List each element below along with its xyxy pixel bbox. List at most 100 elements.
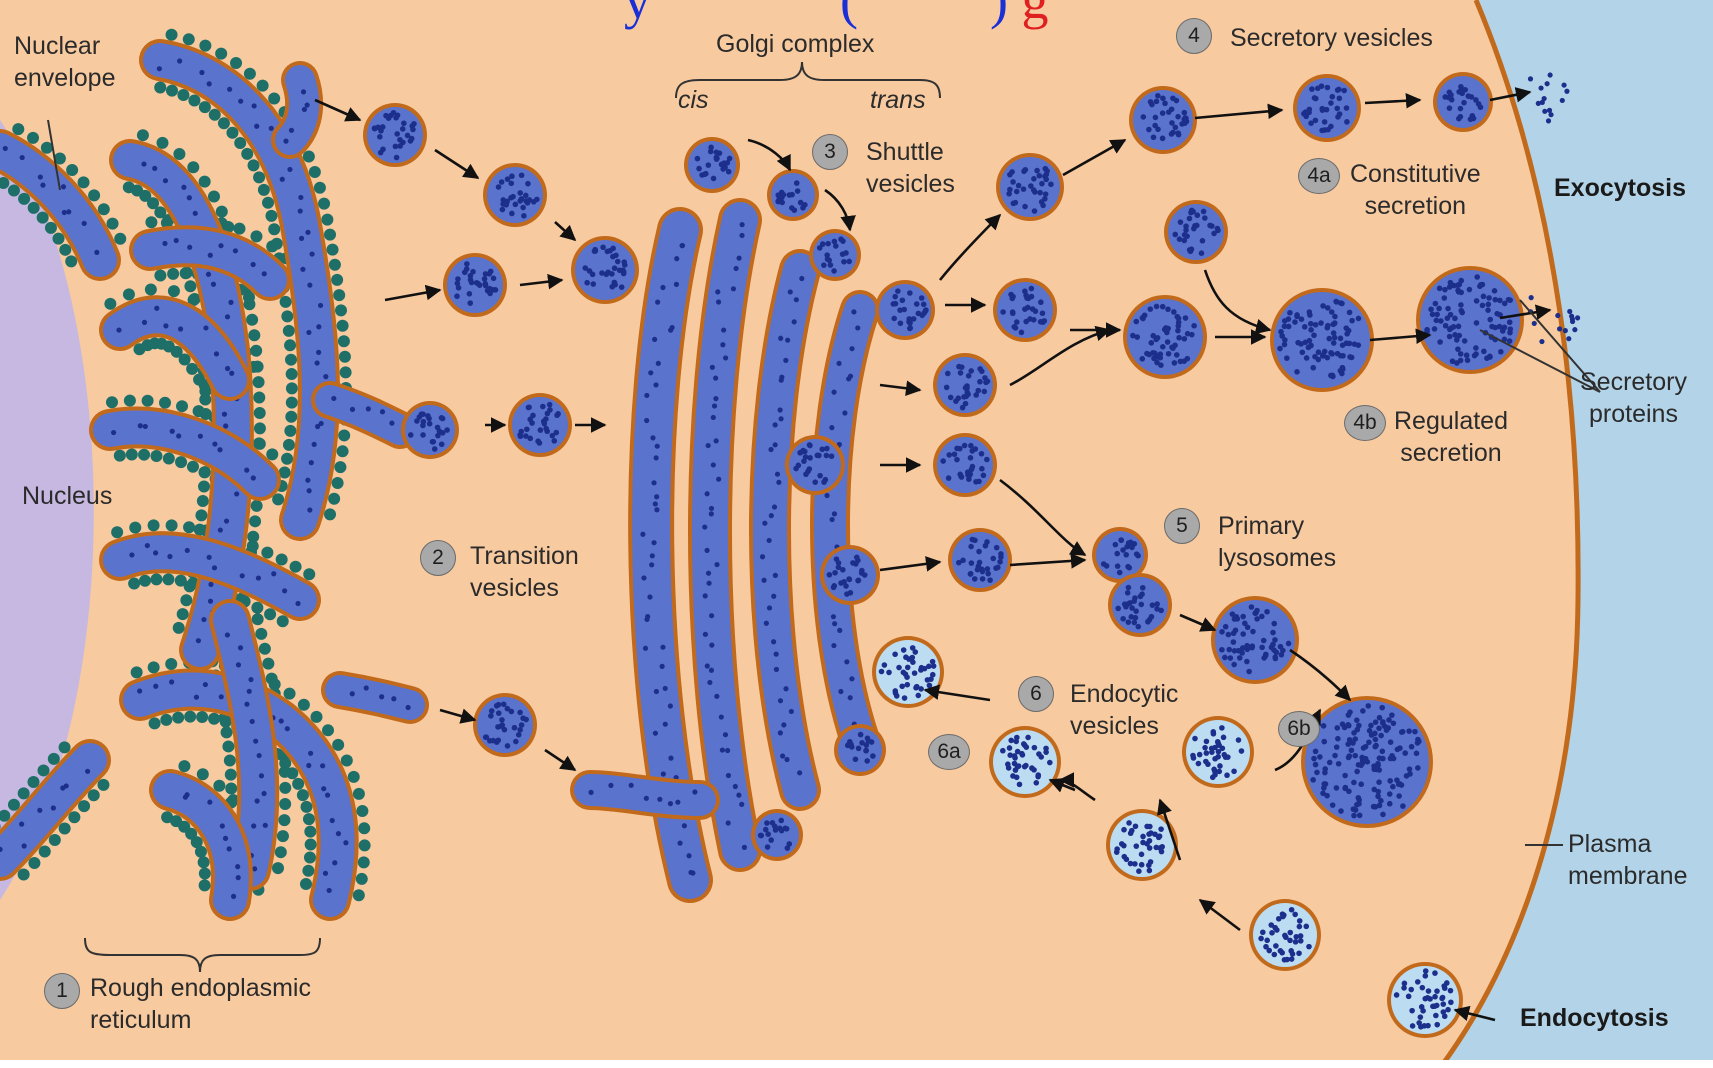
- vesicle-cargo: [1302, 324, 1308, 330]
- cargo-dot: [588, 790, 593, 795]
- vesicle-cargo: [377, 134, 383, 140]
- vesicle-cargo: [1432, 994, 1438, 1000]
- cargo-dot: [194, 695, 199, 700]
- ribosome: [253, 437, 265, 449]
- ribosome: [262, 197, 274, 209]
- vesicle-cargo: [1329, 94, 1335, 100]
- vesicle-cargo: [469, 280, 475, 286]
- vesicle-cargo: [1236, 737, 1242, 743]
- cargo-dot: [650, 553, 655, 558]
- vesicle-cargo: [1169, 131, 1175, 137]
- ribosome: [303, 568, 315, 580]
- cargo-dot: [792, 319, 797, 324]
- vesicle-cargo: [1397, 781, 1403, 787]
- vesicle-cargo: [1279, 652, 1285, 658]
- ribosome: [337, 445, 349, 457]
- vesicle-cargo: [1205, 761, 1211, 767]
- vesicle-cargo: [1174, 98, 1180, 104]
- cargo-dot: [251, 262, 256, 267]
- ribosome: [166, 519, 178, 531]
- step-marker-4b: 4b: [1344, 405, 1386, 441]
- cargo-dot: [255, 798, 260, 803]
- cargo-dot: [649, 562, 654, 567]
- cargo-dot: [225, 366, 230, 371]
- cargo-dot: [778, 416, 783, 421]
- ribosome: [128, 578, 140, 590]
- ribosome: [124, 395, 136, 407]
- cargo-dot: [831, 390, 836, 395]
- vesicle-cargo: [1033, 780, 1039, 786]
- cargo-dot: [719, 714, 724, 719]
- vesicle-cargo: [1358, 781, 1364, 787]
- vesicle-cargo: [985, 379, 991, 385]
- ribosome: [193, 374, 205, 386]
- vesicle-cargo: [1287, 930, 1293, 936]
- ribosome: [197, 768, 209, 780]
- vesicle-cargo: [959, 364, 965, 370]
- vesicle-cargo: [1140, 585, 1146, 591]
- vesicle-cargo: [1200, 238, 1206, 244]
- vesicle-cargo: [1407, 766, 1413, 772]
- cargo-dot: [218, 243, 223, 248]
- vesicle-cargo: [795, 188, 801, 194]
- vesicle-cargo: [1432, 970, 1438, 976]
- vesicle-cargo: [764, 820, 770, 826]
- vesicle-cargo: [1437, 339, 1443, 345]
- cargo-dot: [238, 645, 243, 650]
- cargo-dot: [152, 166, 157, 171]
- ribosome: [259, 643, 271, 655]
- vesicle-cargo: [1037, 173, 1043, 179]
- cargo-dot: [797, 770, 802, 775]
- ribosome: [300, 878, 312, 890]
- vesicle-cargo: [1462, 338, 1468, 344]
- label-primary-lysosomes: Primary lysosomes: [1218, 510, 1336, 574]
- cargo-dot: [740, 222, 745, 227]
- ribosome: [224, 755, 236, 767]
- cargo-dot: [129, 552, 134, 557]
- vesicle-cargo: [985, 566, 991, 572]
- ribosome: [107, 218, 119, 230]
- cargo-dot: [663, 686, 668, 691]
- label-secretory-vesicles: Secretory vesicles: [1230, 22, 1433, 54]
- vesicle-cargo: [1261, 655, 1267, 661]
- vesicle-cargo: [1288, 948, 1294, 954]
- cargo-dot: [176, 433, 181, 438]
- vesicle-cargo: [1386, 717, 1392, 723]
- vesicle-cargo: [499, 717, 505, 723]
- vesicle-cargo: [801, 458, 807, 464]
- vesicle-cargo: [1282, 933, 1288, 939]
- cargo-dot: [644, 393, 649, 398]
- vesicle-cargo: [551, 438, 557, 444]
- vesicle-cargo: [1372, 731, 1378, 737]
- ribosome: [318, 198, 330, 210]
- cargo-dot: [773, 573, 778, 578]
- cargo-dot: [736, 793, 741, 798]
- label-secretory-proteins: Secretory proteins: [1580, 366, 1687, 430]
- vesicle-cargo: [1183, 223, 1189, 229]
- cargo-dot: [775, 472, 780, 477]
- cargo-dot: [784, 757, 789, 762]
- vesicle-cargo: [1144, 351, 1150, 357]
- vesicle-cargo: [819, 446, 825, 452]
- vesicle-cargo: [496, 184, 502, 190]
- ribosome: [264, 608, 276, 620]
- vesicle-cargo: [1324, 793, 1330, 799]
- ribosome: [184, 711, 196, 723]
- vesicle-cargo: [1359, 755, 1365, 761]
- vesicle-cargo: [513, 202, 519, 208]
- vesicle-cargo: [489, 708, 495, 714]
- cargo-dot: [40, 183, 45, 188]
- vesicle-cargo: [1355, 727, 1361, 733]
- secreted-protein: [1532, 321, 1537, 326]
- ribosome: [225, 783, 237, 795]
- ribosome: [302, 865, 314, 877]
- vesicle-cargo: [1010, 309, 1016, 315]
- vesicle-cargo: [902, 695, 908, 701]
- ribosome: [129, 522, 141, 534]
- vesicle-cargo: [1153, 115, 1159, 121]
- cargo-dot: [640, 532, 645, 537]
- vesicle-cargo: [892, 688, 898, 694]
- vesicle-cargo: [1331, 340, 1337, 346]
- vesicle-cargo: [1338, 808, 1344, 814]
- cargo-dot: [731, 286, 736, 291]
